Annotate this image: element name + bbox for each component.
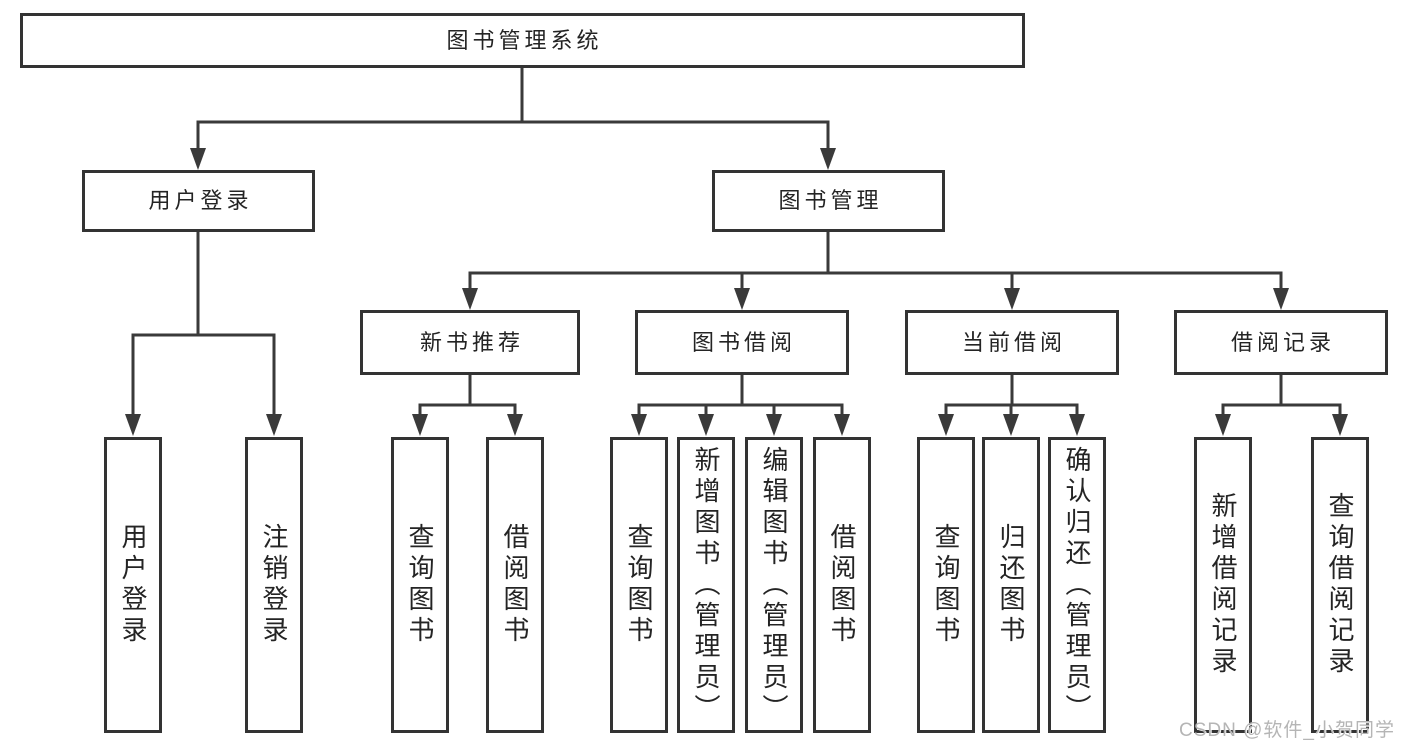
node-cb-query-books: 查询图书 xyxy=(917,437,975,733)
node-label: 新增借阅记录 xyxy=(1208,492,1238,678)
node-label: 图书借阅 xyxy=(691,329,796,355)
node-label: 借阅图书 xyxy=(827,523,857,647)
node-login: 用户登录 xyxy=(104,437,162,733)
node-label: 编辑图书（管理员） xyxy=(759,445,789,725)
node-bb-query-books: 查询图书 xyxy=(610,437,668,733)
node-user-login: 用户登录 xyxy=(82,170,315,232)
node-book-borrowing: 图书借阅 xyxy=(635,310,849,375)
node-bb-edit-books-admin: 编辑图书（管理员） xyxy=(745,437,803,733)
node-label: 查询借阅记录 xyxy=(1325,492,1355,678)
node-label: 新书推荐 xyxy=(419,329,524,355)
node-current-borrowing: 当前借阅 xyxy=(905,310,1119,375)
node-nbr-borrow-books: 借阅图书 xyxy=(486,437,544,733)
node-book-management: 图书管理 xyxy=(712,170,945,232)
node-label: 用户登录 xyxy=(148,188,253,213)
node-br-add-record: 新增借阅记录 xyxy=(1194,437,1252,733)
node-borrowing-records: 借阅记录 xyxy=(1174,310,1388,375)
node-label: 当前借阅 xyxy=(961,329,1066,355)
node-label: 确认归还（管理员） xyxy=(1062,445,1092,725)
node-label: 图书管理系统 xyxy=(446,27,603,53)
node-label: 查询图书 xyxy=(931,523,961,647)
node-nbr-query-books: 查询图书 xyxy=(391,437,449,733)
node-bb-borrow-books: 借阅图书 xyxy=(813,437,871,733)
node-br-query-record: 查询借阅记录 xyxy=(1311,437,1369,733)
node-label: 注销登录 xyxy=(259,523,289,647)
node-label: 借阅记录 xyxy=(1230,329,1335,355)
node-logout: 注销登录 xyxy=(245,437,303,733)
node-label: 查询图书 xyxy=(405,523,435,647)
csdn-watermark: CSDN @软件_小贺同学 xyxy=(1179,720,1395,741)
node-label: 查询图书 xyxy=(624,523,654,647)
node-label: 新增图书（管理员） xyxy=(691,445,721,725)
node-bb-add-books-admin: 新增图书（管理员） xyxy=(677,437,735,733)
node-label: 用户登录 xyxy=(118,523,148,647)
node-label: 归还图书 xyxy=(996,523,1026,647)
node-new-book-recommend: 新书推荐 xyxy=(360,310,580,375)
node-label: 借阅图书 xyxy=(500,523,530,647)
node-cb-confirm-return-admin: 确认归还（管理员） xyxy=(1048,437,1106,733)
node-cb-return-books: 归还图书 xyxy=(982,437,1040,733)
node-library-system: 图书管理系统 xyxy=(20,13,1025,68)
node-label: 图书管理 xyxy=(778,188,883,213)
